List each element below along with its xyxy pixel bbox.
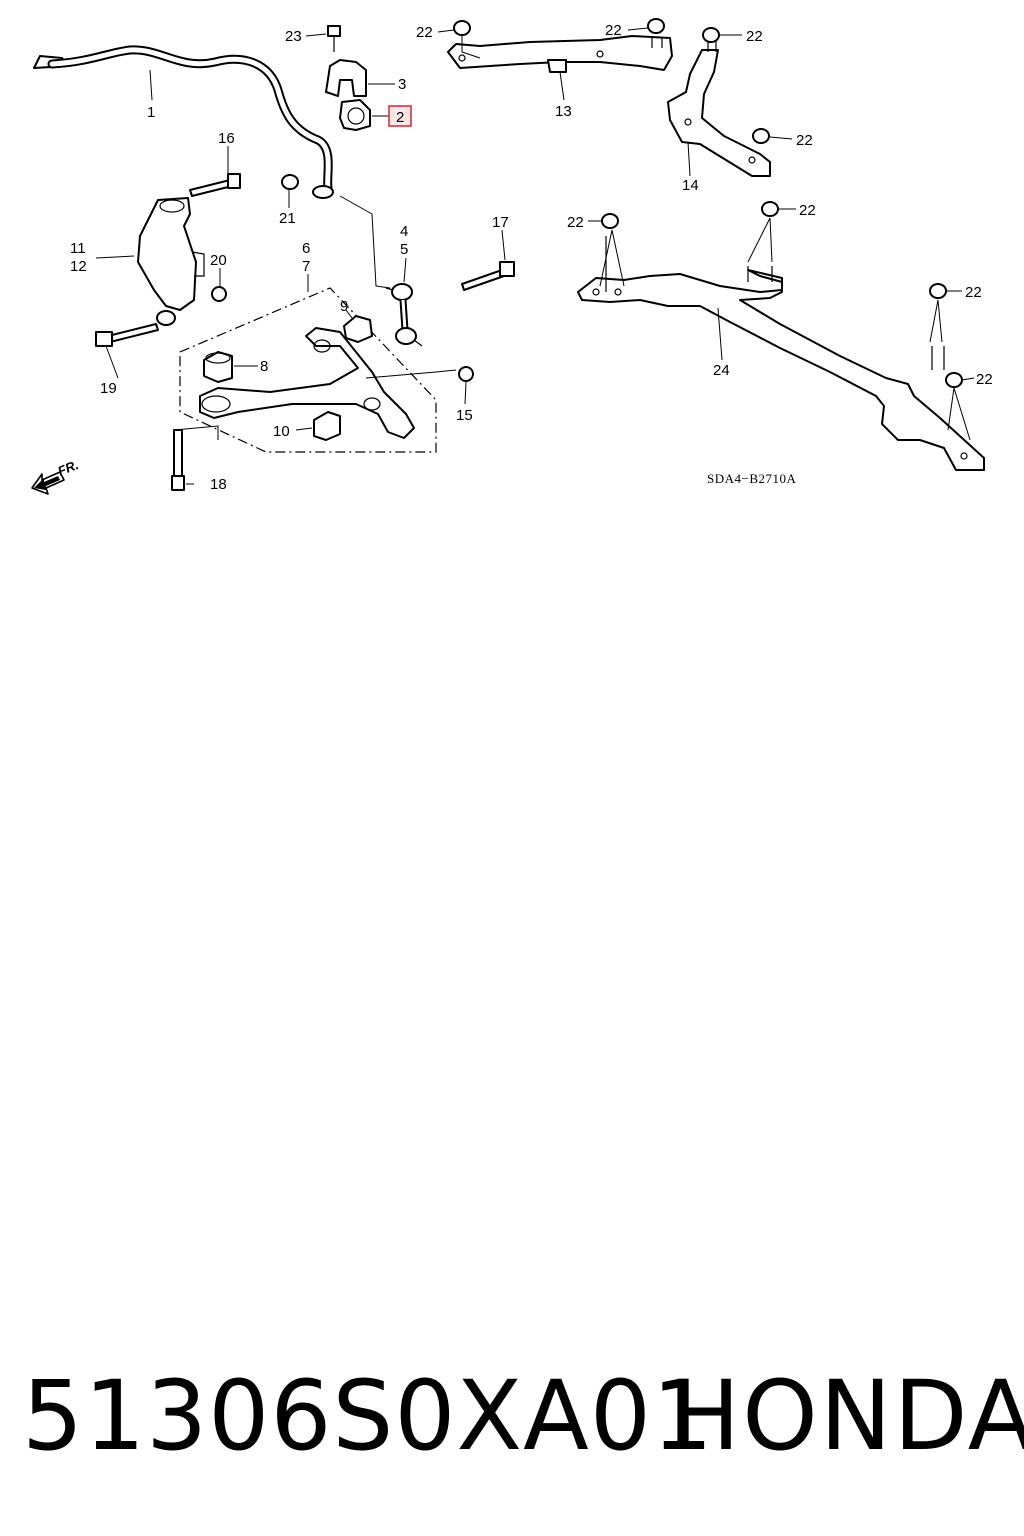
nut-20 (211, 286, 227, 302)
callout-12: 12 (70, 258, 87, 275)
stabilizer-link (385, 283, 423, 347)
bolt-17 (461, 261, 515, 291)
part-number: 51306S0XA01 (22, 1360, 714, 1472)
callout-22e: 22 (567, 214, 584, 231)
bolt-23 (327, 25, 341, 52)
callout-7: 7 (302, 258, 310, 275)
callout-22b: 22 (605, 22, 622, 39)
lower-arm-frame (179, 287, 437, 453)
direction-label: FR. (56, 457, 81, 479)
callout-22a: 22 (416, 24, 433, 41)
front-direction-arrow-icon: FR. (31, 457, 81, 495)
bolt-16 (189, 173, 241, 197)
bushing-holder (325, 59, 367, 97)
callout-9: 9 (340, 298, 348, 315)
bolt-18 (171, 429, 185, 491)
stabilizer-bar (33, 45, 334, 199)
callout-5: 5 (400, 241, 408, 258)
bushing-8 (203, 351, 233, 383)
callout-21: 21 (279, 210, 296, 227)
callout-22g: 22 (965, 284, 982, 301)
knuckle (137, 197, 205, 326)
callout-23: 23 (285, 28, 302, 45)
bracket-14 (667, 30, 771, 177)
callout-18: 18 (210, 476, 227, 493)
callout-20: 20 (210, 252, 227, 269)
parts-diagram: 1 2 3 4 5 6 7 8 9 10 11 12 13 14 15 16 1… (31, 18, 993, 495)
callout-3: 3 (398, 76, 406, 93)
callout-22h: 22 (976, 371, 993, 388)
diagram-code: SDA4−B2710A (707, 471, 797, 486)
nut-15 (458, 366, 474, 382)
nut-21 (281, 174, 299, 190)
bushing-9 (343, 315, 373, 343)
callout-4: 4 (400, 223, 408, 240)
callout-19: 19 (100, 380, 117, 397)
callout-2: 2 (396, 109, 404, 126)
callout-22f: 22 (799, 202, 816, 219)
callout-14: 14 (682, 177, 699, 194)
callout-22d: 22 (796, 132, 813, 149)
bolt-19 (95, 323, 159, 347)
callout-6: 6 (302, 240, 310, 257)
nut-22-group (453, 18, 963, 388)
callout-13: 13 (555, 103, 572, 120)
highlight-box (388, 105, 412, 127)
callout-24: 24 (713, 362, 730, 379)
lower-arm (199, 327, 415, 439)
callout-22c: 22 (746, 28, 763, 45)
bushing-10 (313, 411, 341, 441)
leader-lines (95, 27, 975, 485)
callout-1: 1 (147, 104, 155, 121)
callout-10: 10 (273, 423, 290, 440)
callout-11: 11 (70, 240, 86, 257)
stabilizer-bushing (339, 99, 371, 131)
bracket-13 (447, 35, 673, 73)
callout-labels: 1 2 3 4 5 6 7 8 9 10 11 12 13 14 15 16 1… (70, 22, 993, 493)
brand-name: HONDA (668, 1360, 1024, 1472)
sub-frame (577, 236, 985, 471)
callout-8: 8 (260, 358, 268, 375)
callout-16: 16 (218, 130, 235, 147)
callout-15: 15 (456, 407, 473, 424)
callout-17: 17 (492, 214, 509, 231)
